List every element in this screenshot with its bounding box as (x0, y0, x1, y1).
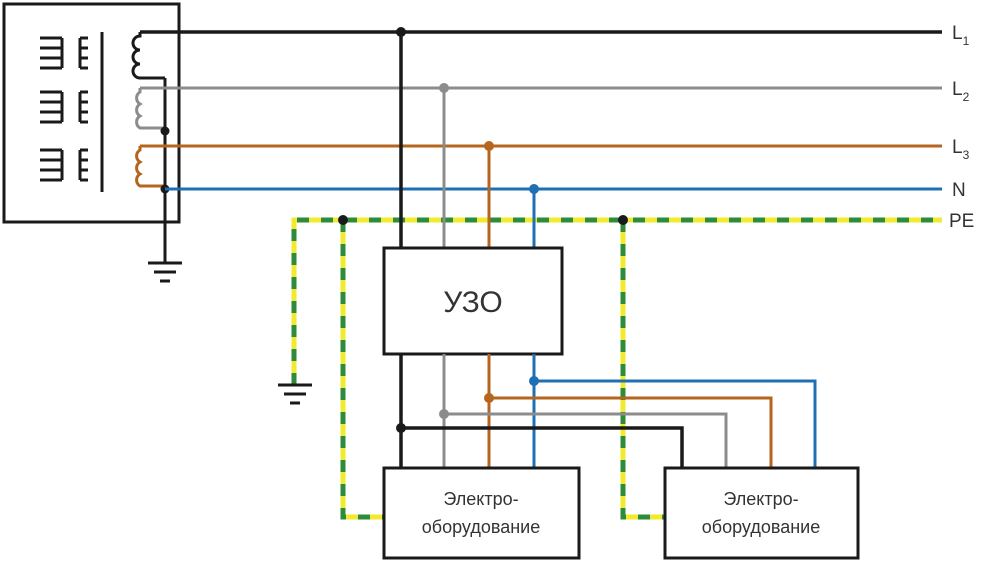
equipment-2-box (663, 466, 860, 560)
equipment-1-line2: оборудование (422, 517, 540, 537)
secondary-coil-l2 (135, 88, 165, 130)
primary-winding-2b (78, 90, 88, 124)
transformer-frame (2, 2, 181, 224)
pe-drop-2 (620, 220, 665, 520)
node-pe-2 (618, 215, 628, 225)
secondary-coil-l1 (131, 32, 165, 80)
node-branch-l3 (484, 393, 494, 403)
equipment-1-box (382, 466, 581, 560)
equipment-2: Электро- оборудование (663, 466, 860, 560)
primary-winding-3b (78, 148, 88, 182)
primary-winding-3 (40, 148, 64, 182)
equipment-2-line2: оборудование (702, 517, 820, 537)
primary-winding-1b (78, 36, 88, 70)
ground-icon-transformer (148, 261, 182, 283)
node-branch-l1 (396, 423, 406, 433)
line-pe (291, 217, 942, 385)
branch-n-eq2 (534, 379, 817, 468)
node-l3 (484, 141, 494, 151)
pe-drop-1 (340, 220, 384, 520)
secondary-coil-l3 (135, 146, 165, 188)
primary-winding-2 (40, 90, 64, 124)
node-branch-n (529, 376, 539, 386)
label-pe: PE (949, 211, 974, 232)
transformer (2, 2, 181, 262)
label-n: N (952, 180, 966, 201)
primary-windings (40, 36, 88, 182)
label-l2: L2 (952, 79, 970, 104)
equipment-2-line1: Электро- (723, 489, 798, 509)
branch-l3-eq2 (489, 396, 773, 468)
equipment-1: Электро- оборудование (382, 466, 581, 560)
label-l3: L3 (952, 137, 970, 162)
branch-l1-eq2 (401, 426, 684, 468)
equipment-1-line1: Электро- (443, 489, 518, 509)
rcd-label: УЗО (443, 286, 503, 319)
star-node-1 (160, 126, 170, 136)
line-labels: L1 L2 L3 N PE (949, 23, 974, 232)
node-l1 (396, 27, 406, 37)
primary-winding-1 (40, 36, 64, 70)
node-l2 (439, 83, 449, 93)
node-n (529, 184, 539, 194)
label-l1: L1 (952, 23, 970, 48)
branch-l2-eq2 (444, 412, 728, 468)
rcd-box (382, 246, 564, 356)
ground-icon-pe (278, 383, 312, 405)
rcd-device: УЗО (382, 246, 564, 356)
node-branch-l2 (439, 409, 449, 419)
node-pe-1 (338, 215, 348, 225)
